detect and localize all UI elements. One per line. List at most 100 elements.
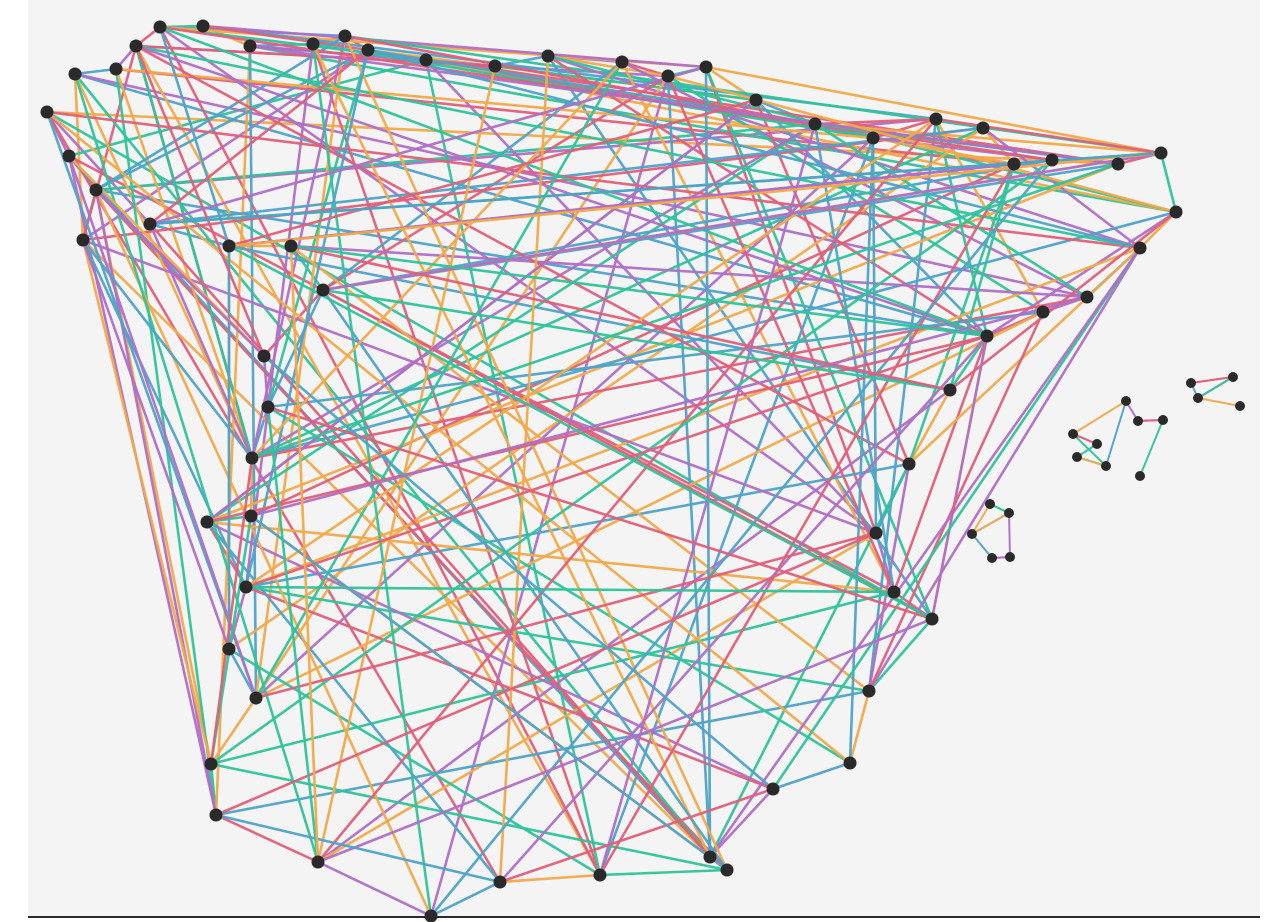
network-node <box>1112 158 1125 171</box>
network-node <box>977 122 990 135</box>
network-node <box>110 63 123 76</box>
island-node <box>985 499 995 509</box>
network-node <box>930 113 943 126</box>
island-node <box>1193 393 1203 403</box>
network-node <box>69 68 82 81</box>
network-edge <box>1009 513 1010 557</box>
network-node <box>130 40 143 53</box>
network-node <box>870 527 883 540</box>
network-node <box>1037 306 1050 319</box>
island-node <box>967 529 977 539</box>
island-node <box>1072 452 1082 462</box>
network-node <box>362 44 375 57</box>
network-edge <box>216 815 318 862</box>
network-node <box>90 184 103 197</box>
network-node <box>223 643 236 656</box>
network-node <box>240 581 253 594</box>
network-edge <box>431 882 500 916</box>
network-node <box>662 70 675 83</box>
network-edge <box>268 50 368 407</box>
network-node <box>41 106 54 119</box>
island-node <box>987 553 997 563</box>
network-edge <box>229 649 600 875</box>
network-node <box>250 692 263 705</box>
island-node <box>1121 396 1131 406</box>
network-node <box>1155 147 1168 160</box>
network-node <box>420 54 433 67</box>
network-edge <box>318 862 431 916</box>
network-node <box>494 876 507 889</box>
network-node <box>1134 242 1147 255</box>
island-node <box>1235 401 1245 411</box>
network-node <box>210 809 223 822</box>
network-node <box>888 586 901 599</box>
network-node <box>245 510 258 523</box>
network-edge <box>246 464 909 587</box>
network-edge <box>1140 420 1163 476</box>
network-edge <box>251 516 727 870</box>
network-node <box>721 864 734 877</box>
network-node <box>616 56 629 69</box>
island-node <box>1135 471 1145 481</box>
network-edge <box>1161 153 1176 212</box>
network-node <box>1008 158 1021 171</box>
network-node <box>317 284 330 297</box>
network-node <box>312 856 325 869</box>
network-node <box>77 234 90 247</box>
network-node <box>63 150 76 163</box>
network-node <box>863 685 876 698</box>
network-node <box>262 401 275 414</box>
island-node <box>1228 372 1238 382</box>
network-edge <box>773 763 850 789</box>
network-node <box>700 61 713 74</box>
network-edge <box>600 870 727 875</box>
network-node <box>1170 206 1183 219</box>
network-node <box>258 350 271 363</box>
network-edge <box>710 464 909 857</box>
network-node <box>339 30 352 43</box>
edge-layer <box>47 26 1240 916</box>
network-edge <box>268 407 318 862</box>
network-node <box>197 20 210 33</box>
island-node <box>1068 429 1078 439</box>
network-node <box>425 910 438 922</box>
network-edge <box>83 240 710 857</box>
network-node <box>246 452 259 465</box>
network-edge <box>250 46 1118 164</box>
island-node <box>1005 552 1015 562</box>
network-node <box>809 118 822 131</box>
network-node <box>1046 154 1059 167</box>
network-node <box>154 21 167 34</box>
network-node <box>307 38 320 51</box>
network-node <box>285 240 298 253</box>
network-node <box>844 757 857 770</box>
island-node <box>1158 415 1168 425</box>
island-node <box>1186 378 1196 388</box>
network-node <box>201 516 214 529</box>
island-node <box>1004 508 1014 518</box>
network-node <box>944 384 957 397</box>
network-node <box>594 869 607 882</box>
network-node <box>1081 291 1094 304</box>
network-node <box>205 758 218 771</box>
network-node <box>926 613 939 626</box>
network-node <box>244 40 257 53</box>
island-node <box>1092 439 1102 449</box>
network-node <box>867 132 880 145</box>
network-edge <box>987 212 1176 336</box>
network-node <box>489 60 502 73</box>
network-node <box>144 218 157 231</box>
network-node <box>767 783 780 796</box>
network-node <box>750 94 763 107</box>
network-edge <box>869 619 932 691</box>
network-node <box>981 330 994 343</box>
island-node <box>1133 416 1143 426</box>
island-node <box>1101 461 1111 471</box>
network-edge <box>207 336 987 522</box>
network-node <box>704 851 717 864</box>
network-edge <box>318 619 932 862</box>
network-node <box>903 458 916 471</box>
network-node <box>542 50 555 63</box>
